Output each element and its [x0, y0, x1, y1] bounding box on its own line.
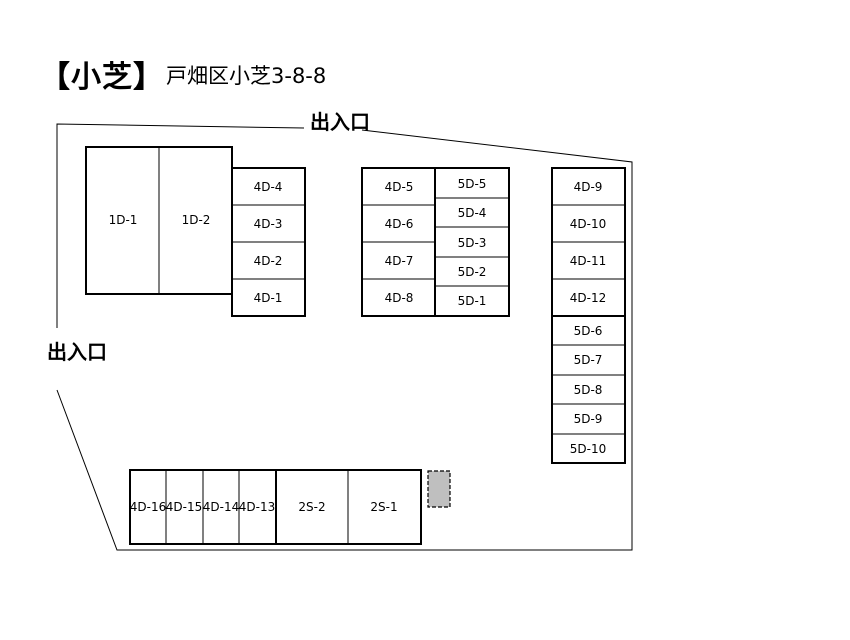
slot-label: 4D-3: [254, 217, 283, 231]
slot-label: 4D-7: [385, 254, 414, 268]
slot-label: 5D-1: [458, 294, 487, 308]
slot-label: 4D-9: [574, 180, 603, 194]
slot-label: 5D-6: [574, 324, 603, 338]
block-b: [361, 167, 510, 317]
block-a-large: [85, 146, 233, 295]
lot-title: 【小芝】: [40, 60, 164, 95]
utility-marker: [427, 470, 451, 508]
block-a-small: [231, 167, 306, 317]
slot-label: 5D-2: [458, 265, 487, 279]
slot-label: 2S-2: [298, 500, 325, 514]
slot-label: 5D-10: [570, 442, 606, 456]
slot-label: 4D-15: [166, 500, 202, 514]
slot-label: 4D-10: [570, 217, 606, 231]
slot-label: 1D-1: [109, 213, 138, 227]
slot-label: 5D-7: [574, 353, 603, 367]
slot-label: 4D-14: [203, 500, 239, 514]
slot-label: 1D-2: [182, 213, 211, 227]
slot-label: 5D-3: [458, 236, 487, 250]
slot-label: 4D-5: [385, 180, 414, 194]
slot-label: 5D-5: [458, 177, 487, 191]
slot-label: 4D-2: [254, 254, 283, 268]
block-c: [551, 167, 626, 464]
slot-label: 4D-1: [254, 291, 283, 305]
lot-address: 戸畑区小芝3-8-8: [166, 64, 327, 88]
slot-label: 5D-9: [574, 412, 603, 426]
slot-label: 4D-6: [385, 217, 414, 231]
slot-label: 5D-8: [574, 383, 603, 397]
block-d: [129, 469, 422, 545]
slot-label: 4D-8: [385, 291, 414, 305]
slot-label: 5D-4: [458, 206, 487, 220]
entrance-label-top: 出入口: [310, 110, 370, 134]
entrance-label-left: 出入口: [47, 340, 107, 364]
slot-label: 4D-12: [570, 291, 606, 305]
slot-label: 4D-16: [130, 500, 166, 514]
site-boundary: [56, 123, 633, 551]
slot-label: 4D-4: [254, 180, 283, 194]
slot-label: 4D-13: [239, 500, 275, 514]
slot-label: 4D-11: [570, 254, 606, 268]
slot-label: 2S-1: [370, 500, 397, 514]
